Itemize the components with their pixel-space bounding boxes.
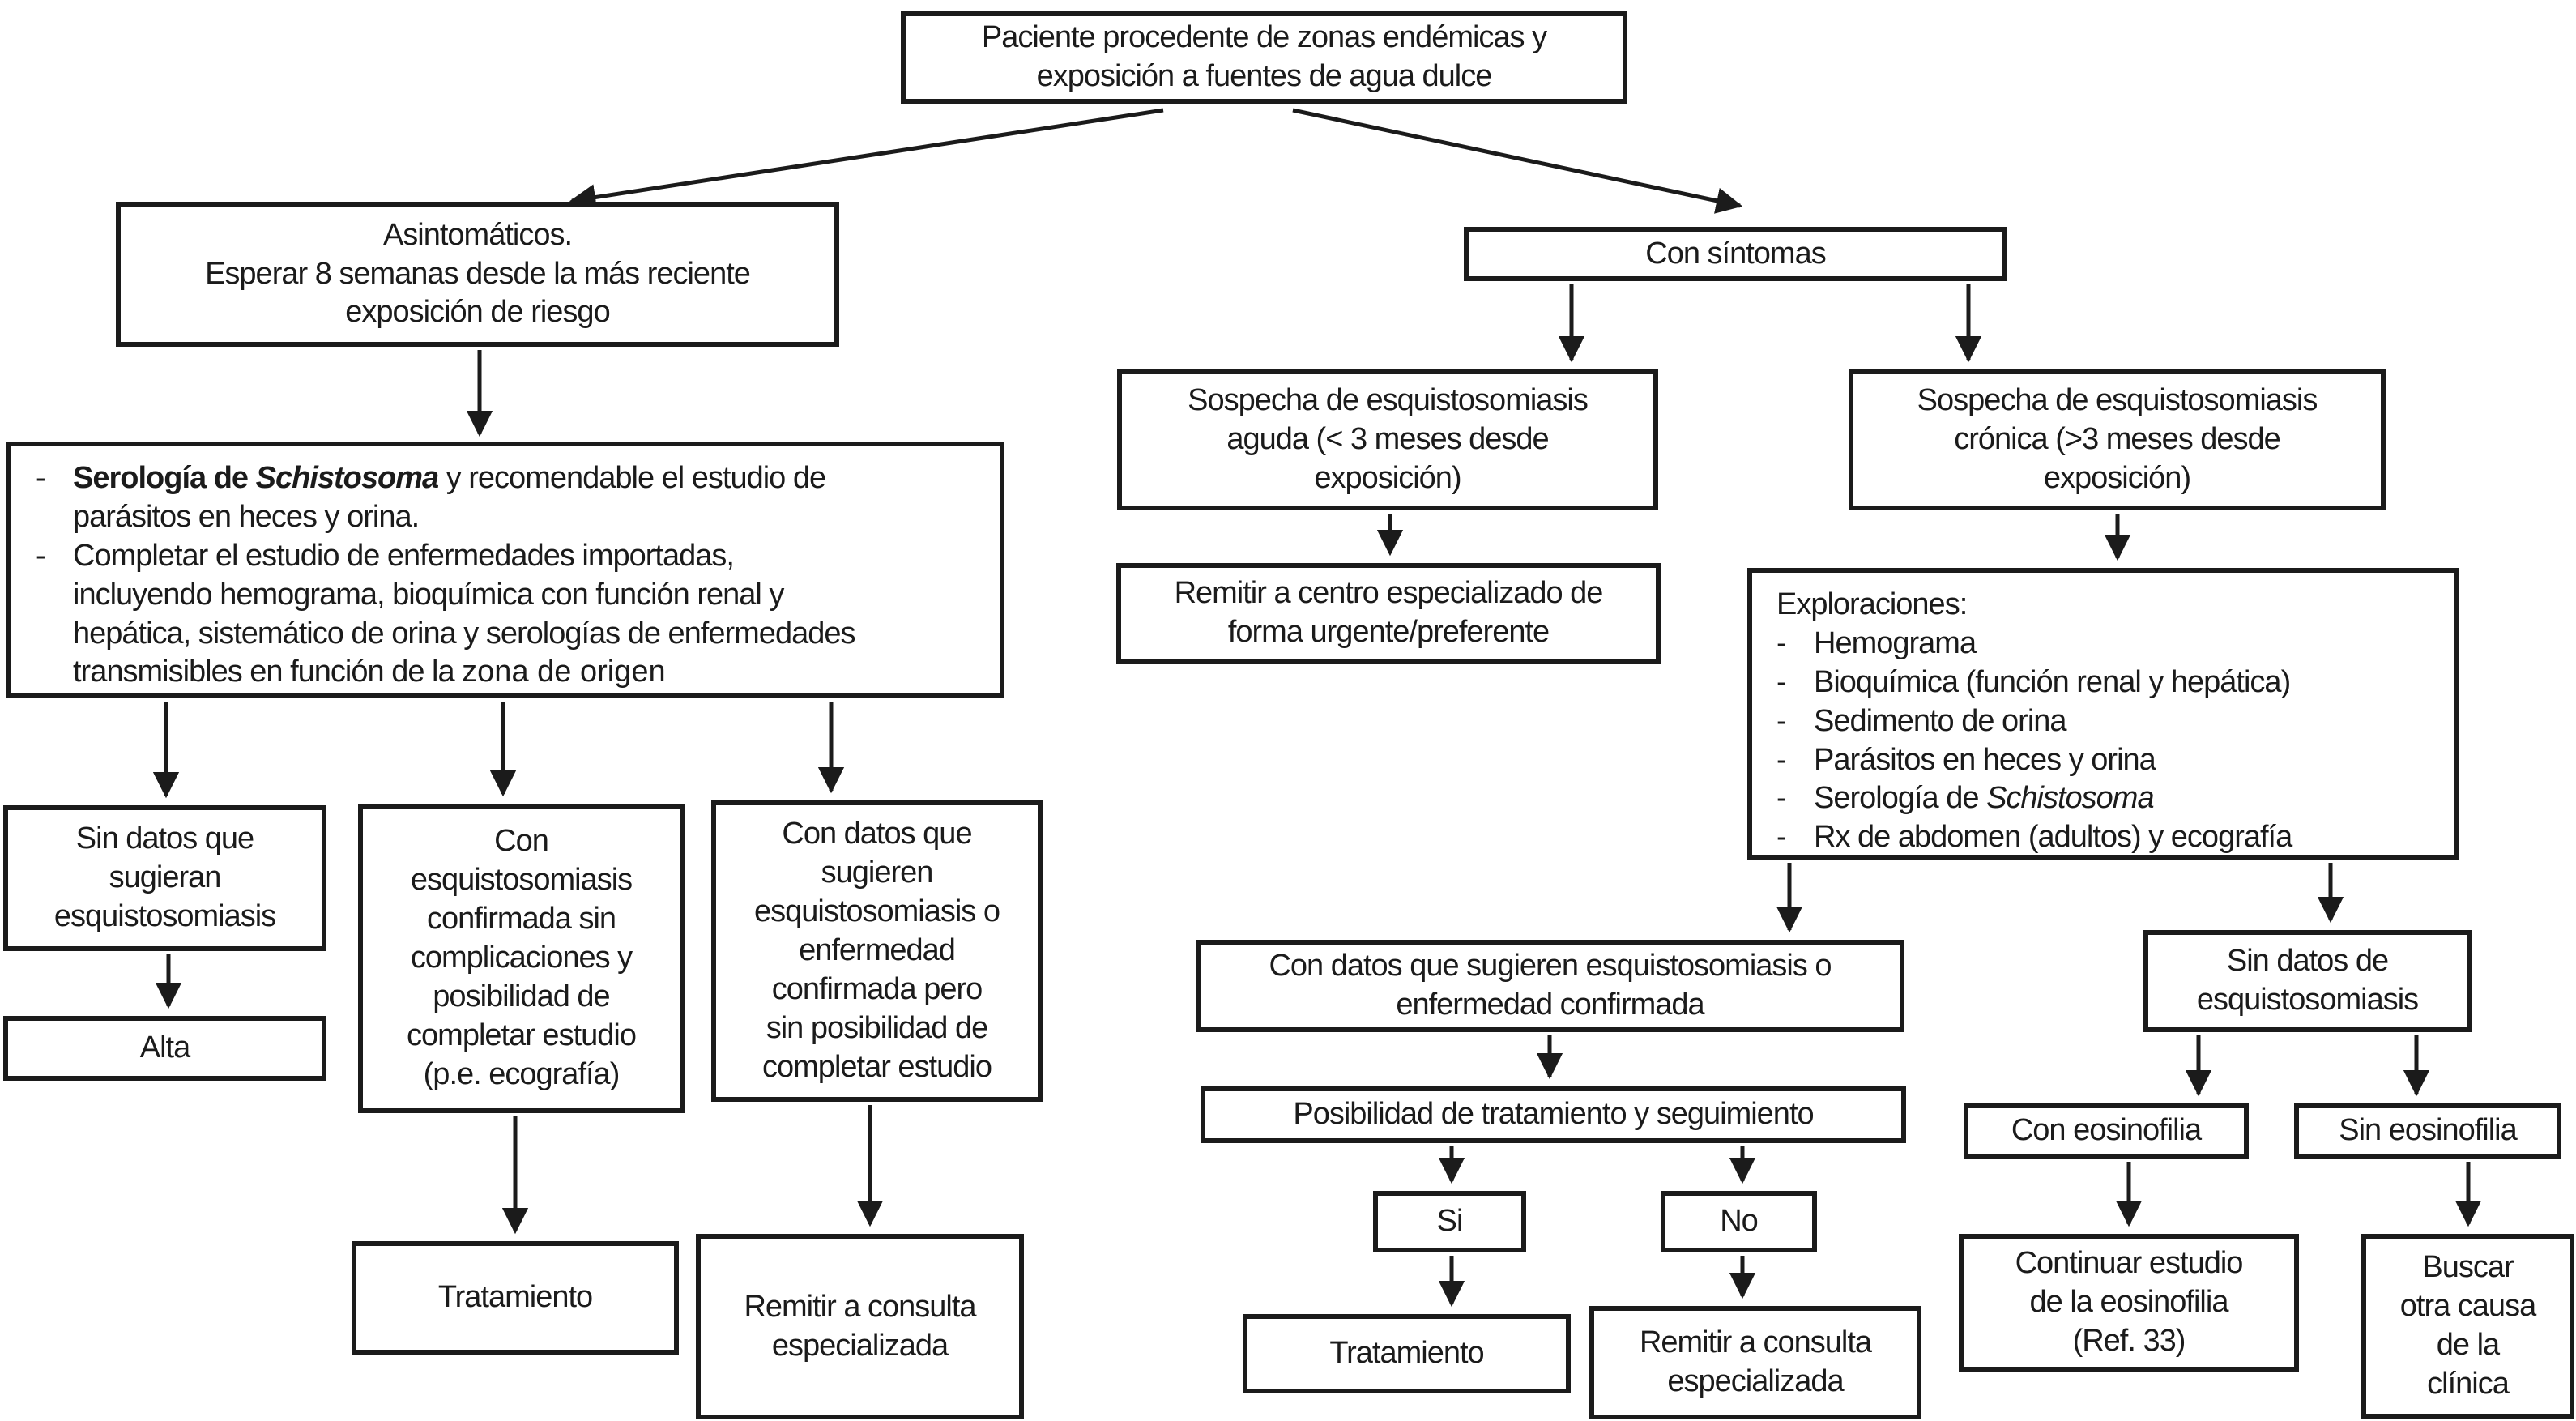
node-sin-datos-sugieran-label: Sin datos que sugieran esquistosomiasis: [53, 821, 276, 933]
node-alta: Alta: [3, 1016, 326, 1081]
node-si: Si: [1373, 1191, 1526, 1252]
node-datos-sin-posibilidad-label: Con datos que sugieren esquistosomiasis …: [753, 817, 1000, 1084]
node-esquistosomiasis-confirmada-label: Con esquistosomiasis confirmada sin comp…: [407, 824, 637, 1091]
node-serologia-estudio: - Serología de Schistosoma y recomendabl…: [6, 442, 1004, 698]
serologia-item-1: - Serología de Schistosoma y recomendabl…: [24, 459, 983, 537]
node-sin-datos-sugieran: Sin datos que sugieran esquistosomiasis: [3, 805, 326, 951]
node-sin-datos-esquistosomiasis-label: Sin datos de esquistosomiasis: [2196, 944, 2419, 1017]
node-remitir-consulta-centro-label: Remitir a consulta especializada: [1639, 1325, 1872, 1398]
node-buscar-otra-causa-label: Buscar otra causa de la clínica: [2399, 1250, 2536, 1401]
node-asintomaticos: Asintomáticos. Esperar 8 semanas desde l…: [116, 202, 839, 347]
node-esquistosomiasis-confirmada: Con esquistosomiasis confirmada sin comp…: [358, 804, 685, 1113]
node-remitir-centro-urgente-label: Remitir a centro especializado de forma …: [1174, 576, 1604, 649]
node-buscar-otra-causa: Buscar otra causa de la clínica: [2361, 1234, 2574, 1419]
bullet-dash: -: [36, 461, 46, 495]
exploraciones-item-serologia: - Serología de Schistosoma: [1765, 779, 2438, 818]
node-alta-label: Alta: [139, 1031, 190, 1065]
arrow-root-to-asintomaticos: [569, 108, 1164, 211]
node-con-sintomas-label: Con síntomas: [1645, 236, 1826, 271]
node-remitir-consulta-izq-label: Remitir a consulta especializada: [744, 1289, 976, 1363]
node-si-label: Si: [1436, 1204, 1464, 1239]
node-continuar-estudio-eosinofilia: Continuar estudio de la eosinofilia (Ref…: [1959, 1234, 2299, 1372]
node-sospecha-aguda-label: Sospecha de esquistosomiasis aguda (< 3 …: [1188, 383, 1589, 495]
exploraciones-item: - Bioquímica (función renal y hepática): [1765, 664, 2438, 702]
exploraciones-item: - Hemograma: [1765, 625, 2438, 664]
node-paciente-origen-label: Paciente procedente de zonas endémicas y…: [981, 20, 1547, 93]
exploraciones-item: - Sedimento de orina: [1765, 702, 2438, 741]
node-tratamiento-izq: Tratamiento: [352, 1241, 679, 1355]
node-remitir-centro-urgente: Remitir a centro especializado de forma …: [1116, 563, 1661, 664]
serologia-item-2: - Completar el estudio de enfermedades i…: [24, 537, 983, 693]
node-no: No: [1661, 1191, 1817, 1252]
node-tratamiento-centro-label: Tratamiento: [1329, 1336, 1484, 1371]
node-sin-datos-esquistosomiasis: Sin datos de esquistosomiasis: [2143, 930, 2472, 1032]
node-no-label: No: [1720, 1204, 1759, 1239]
node-con-sintomas: Con síntomas: [1464, 227, 2007, 281]
serologia-item-2-text: Completar el estudio de enfermedades imp…: [73, 538, 855, 689]
node-exploraciones: Exploraciones: - Hemograma - Bioquímica …: [1747, 568, 2459, 860]
node-con-eosinofilia: Con eosinofilia: [1964, 1103, 2249, 1159]
bullet-dash: -: [1776, 820, 1787, 855]
node-tratamiento-izq-label: Tratamiento: [437, 1280, 593, 1315]
exploraciones-item: - Parásitos en heces y orina: [1765, 741, 2438, 780]
node-con-eosinofilia-label: Con eosinofilia: [2011, 1113, 2202, 1148]
node-sospecha-aguda: Sospecha de esquistosomiasis aguda (< 3 …: [1117, 369, 1658, 510]
bullet-dash: -: [1776, 664, 1787, 699]
node-continuar-estudio-eosinofilia-label: Continuar estudio de la eosinofilia (Ref…: [2015, 1246, 2244, 1358]
node-sin-eosinofilia: Sin eosinofilia: [2294, 1103, 2561, 1159]
arrow-root-to-con-sintomas: [1292, 108, 1743, 214]
node-posibilidad-tratamiento: Posibilidad de tratamiento y seguimiento: [1201, 1086, 1906, 1143]
node-tratamiento-centro: Tratamiento: [1243, 1314, 1571, 1393]
bullet-dash: -: [1776, 703, 1787, 738]
bullet-dash: -: [1776, 742, 1787, 777]
node-asintomaticos-label: Asintomáticos. Esperar 8 semanas desde l…: [205, 217, 751, 330]
bullet-dash: -: [1776, 781, 1787, 816]
node-remitir-consulta-centro: Remitir a consulta especializada: [1589, 1306, 1921, 1419]
node-datos-confirmada-label: Con datos que sugieren esquistosomiasis …: [1269, 949, 1832, 1022]
bullet-dash: -: [1776, 625, 1787, 660]
serologia-item-1-text: Serología de Schistosoma y recomendable …: [73, 461, 826, 534]
node-sospecha-cronica-label: Sospecha de esquistosomiasis crónica (>3…: [1917, 383, 2318, 495]
node-sin-eosinofilia-label: Sin eosinofilia: [2339, 1113, 2517, 1148]
exploraciones-title: Exploraciones:: [1776, 587, 1968, 621]
node-remitir-consulta-izq: Remitir a consulta especializada: [696, 1234, 1024, 1419]
node-datos-sin-posibilidad: Con datos que sugieren esquistosomiasis …: [711, 800, 1043, 1102]
exploraciones-item: - Rx de abdomen (adultos) y ecografía: [1765, 818, 2438, 857]
node-sospecha-cronica: Sospecha de esquistosomiasis crónica (>3…: [1849, 369, 2386, 510]
node-posibilidad-tratamiento-label: Posibilidad de tratamiento y seguimiento: [1293, 1097, 1814, 1132]
node-datos-confirmada: Con datos que sugieren esquistosomiasis …: [1196, 940, 1904, 1032]
bullet-dash: -: [36, 538, 46, 573]
node-paciente-origen: Paciente procedente de zonas endémicas y…: [901, 11, 1627, 104]
